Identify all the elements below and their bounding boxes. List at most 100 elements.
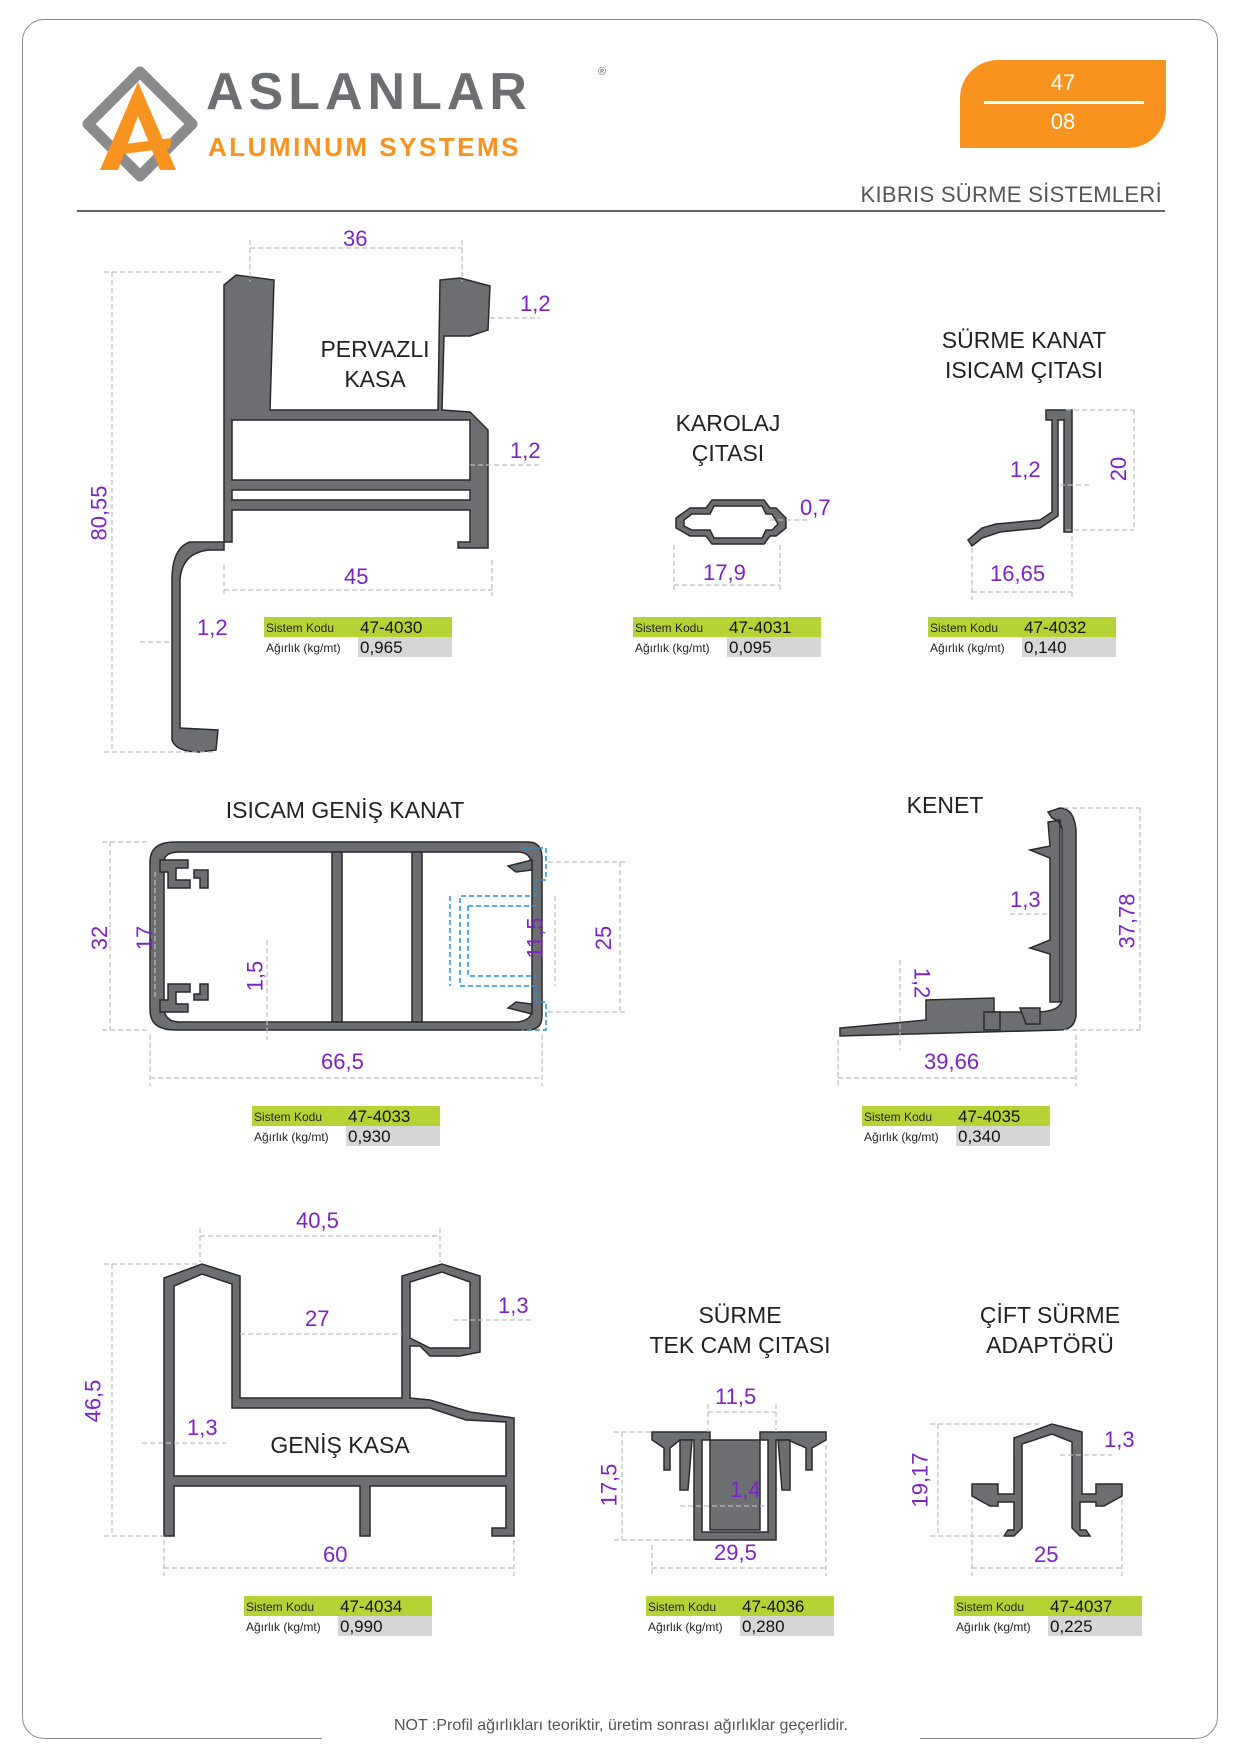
- profile-name-line: SÜRME KANAT: [941, 327, 1107, 353]
- profile-name-line: ISICAM ÇITASI: [944, 357, 1104, 383]
- series-number-bottom: 08: [1050, 109, 1076, 134]
- profile-drawing-4034: [104, 1228, 534, 1576]
- dim-4030-thickness-2: 1,2: [510, 438, 541, 463]
- spec-table-4036: Sistem Kodu 47-4036 Ağırlık (kg/mt) 0,280: [646, 1596, 834, 1636]
- profile-name-line: ÇİFT SÜRME: [979, 1302, 1121, 1328]
- dim-4037-width: 25: [1034, 1542, 1059, 1567]
- dim-4033-glass: 25: [591, 925, 617, 951]
- spec-weight-label: Ağırlık (kg/mt): [864, 1130, 939, 1144]
- spec-code-label: Sistem Kodu: [648, 1600, 717, 1614]
- spec-code-label: Sistem Kodu: [956, 1600, 1025, 1614]
- dim-4033-slot: 11,5: [522, 917, 548, 959]
- dim-4033-width: 66,5: [321, 1049, 364, 1074]
- spec-code-value: 47-4033: [348, 1107, 411, 1126]
- profile-name-line: KAROLAJ: [675, 410, 781, 436]
- spec-table-4030: Sistem Kodu 47-4030 Ağırlık (kg/mt) 0,965: [264, 617, 452, 657]
- dim-4034-thickness-1: 1,3: [187, 1415, 218, 1440]
- profile-name-line: SÜRME: [698, 1302, 782, 1328]
- profile-name-4034: GENİŞ KASA: [270, 1432, 410, 1458]
- profile-name-4036: SÜRME TEK CAM ÇITASI: [640, 1300, 840, 1360]
- spec-table-4032: Sistem Kodu 47-4032 Ağırlık (kg/mt) 0,140: [928, 617, 1116, 657]
- series-title: KIBRIS SÜRME SİSTEMLERİ: [860, 182, 1162, 207]
- profile-name-4030: PERVAZLI KASA: [300, 334, 450, 394]
- dim-4032-width: 16,65: [990, 561, 1046, 586]
- profile-name-4035: KENET: [906, 792, 984, 818]
- dim-4035-thickness-2: 1,2: [909, 967, 935, 999]
- dim-4033-height: 32: [87, 925, 113, 951]
- profile-name-line: ÇITASI: [691, 440, 765, 466]
- dim-4036-top: 11,5: [715, 1384, 757, 1409]
- dim-4034-height: 46,5: [80, 1379, 106, 1423]
- dim-4035-height: 37,78: [1114, 893, 1140, 949]
- dim-4031-width: 17,9: [703, 560, 746, 585]
- spec-table-4034: Sistem Kodu 47-4034 Ağırlık (kg/mt) 0,990: [244, 1596, 432, 1636]
- profile-drawing-4037: [930, 1423, 1123, 1576]
- dim-4033-inner: 17: [132, 925, 158, 951]
- profile-name-line: PERVAZLI: [320, 336, 430, 362]
- series-divider: [984, 101, 1144, 104]
- dim-4035-width: 39,66: [924, 1049, 980, 1074]
- spec-code-value: 47-4034: [340, 1597, 403, 1616]
- dim-4036-height: 17,5: [596, 1463, 622, 1507]
- profile-name-4032: SÜRME KANAT ISICAM ÇITASI: [924, 325, 1124, 385]
- spec-code-label: Sistem Kodu: [266, 621, 335, 635]
- profile-name-line: KASA: [344, 366, 406, 392]
- brand-subtitle: ALUMINUM SYSTEMS: [208, 132, 521, 162]
- spec-code-value: 47-4030: [360, 618, 423, 637]
- series-number-top: 47: [1050, 70, 1076, 95]
- dim-4036-width: 29,5: [714, 1540, 757, 1565]
- spec-code-label: Sistem Kodu: [930, 621, 999, 635]
- spec-weight-value: 0,280: [742, 1617, 785, 1636]
- footer-note: NOT :Profil ağırlıkları teoriktir, üreti…: [322, 1708, 920, 1744]
- spec-code-label: Sistem Kodu: [254, 1110, 323, 1124]
- spec-code-value: 47-4036: [742, 1597, 805, 1616]
- dim-4037-height: 19,17: [907, 1452, 933, 1508]
- profile-drawing-4032: [967, 409, 1135, 600]
- brand-name: ASLANLAR: [206, 63, 532, 121]
- profile-drawing-4033: [102, 841, 628, 1086]
- profile-drawing-4030: [104, 240, 540, 753]
- profile-name-line: ADAPTÖRÜ: [986, 1332, 1114, 1358]
- spec-code-label: Sistem Kodu: [864, 1110, 933, 1124]
- dim-4033-thickness: 1,5: [242, 960, 268, 992]
- registered-mark: ®: [598, 66, 607, 78]
- spec-code-value: 47-4032: [1024, 618, 1087, 637]
- dim-4034-width-top: 40,5: [296, 1208, 339, 1233]
- dim-4030-thickness-3: 1,2: [197, 615, 228, 640]
- dim-4034-inner: 27: [305, 1306, 330, 1331]
- spec-weight-label: Ağırlık (kg/mt): [635, 641, 710, 655]
- spec-weight-label: Ağırlık (kg/mt): [254, 1130, 329, 1144]
- spec-code-value: 47-4037: [1050, 1597, 1113, 1616]
- series-badge: 47 08: [960, 60, 1166, 148]
- header-divider: [77, 210, 1165, 212]
- dim-4032-height: 20: [1106, 456, 1132, 482]
- spec-weight-label: Ağırlık (kg/mt): [930, 641, 1005, 655]
- spec-code-value: 47-4031: [729, 618, 792, 637]
- dim-4031-thickness: 0,7: [800, 495, 831, 520]
- spec-code-label: Sistem Kodu: [246, 1600, 315, 1614]
- spec-weight-label: Ağırlık (kg/mt): [956, 1620, 1031, 1634]
- aslanlar-logo-icon: [82, 66, 198, 182]
- dim-4034-thickness-2: 1,3: [498, 1293, 529, 1318]
- dim-4032-thickness: 1,2: [1010, 457, 1041, 482]
- profile-drawing-4035: [837, 807, 1141, 1086]
- dim-4030-height: 80,55: [86, 485, 112, 541]
- dim-4030-width: 45: [344, 564, 369, 589]
- spec-weight-label: Ağırlık (kg/mt): [648, 1620, 723, 1634]
- spec-weight-value: 0,965: [360, 638, 403, 657]
- profile-name-line: TEK CAM ÇITASI: [649, 1332, 831, 1358]
- profile-drawing-4031: [673, 499, 808, 592]
- spec-weight-value: 0,140: [1024, 638, 1067, 657]
- spec-weight-value: 0,990: [340, 1617, 383, 1636]
- profile-drawing-4036: [614, 1404, 827, 1576]
- dim-4034-width: 60: [323, 1542, 348, 1567]
- spec-code-label: Sistem Kodu: [635, 621, 704, 635]
- spec-code-value: 47-4035: [958, 1107, 1021, 1126]
- spec-weight-label: Ağırlık (kg/mt): [266, 641, 341, 655]
- spec-weight-label: Ağırlık (kg/mt): [246, 1620, 321, 1634]
